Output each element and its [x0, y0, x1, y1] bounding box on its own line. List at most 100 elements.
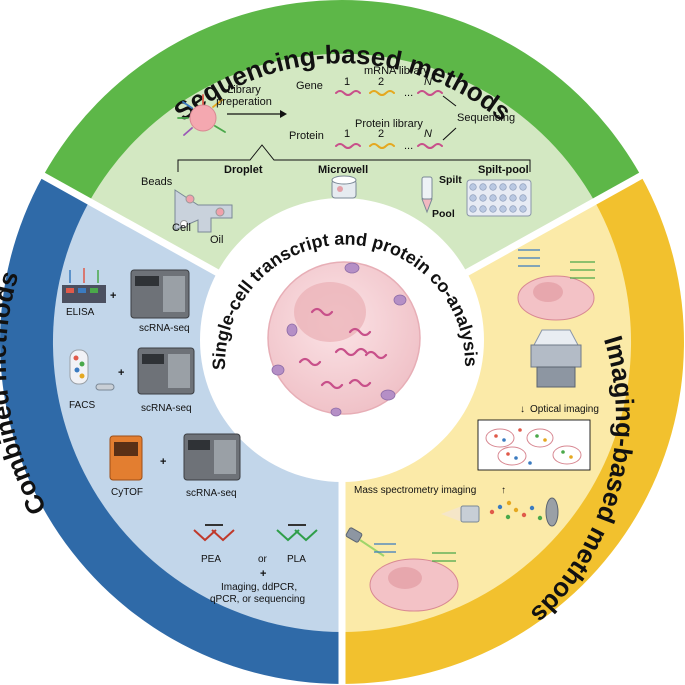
surface-proteins — [271, 262, 407, 417]
signal-dot — [518, 428, 522, 432]
pea-label: PEA — [201, 554, 221, 565]
facs-label: FACS — [69, 400, 95, 411]
microwell-label: Microwell — [318, 164, 368, 176]
signal-dot — [514, 456, 518, 460]
well — [519, 205, 527, 213]
cytof-icon — [109, 435, 143, 481]
to-sequencing-arrow-top — [442, 95, 457, 107]
pla-label: PLA — [287, 554, 306, 565]
readout-line1: Imaging, ddPCR, — [221, 582, 297, 593]
signal-dot — [494, 434, 498, 438]
well — [489, 205, 497, 213]
tissue-cell-top — [517, 275, 595, 321]
ion-dot — [506, 500, 512, 506]
well — [499, 183, 507, 191]
protein-index-n: N — [424, 128, 432, 140]
cell-illustration — [267, 261, 421, 417]
well — [489, 194, 497, 202]
tissue-cell-bottom — [369, 558, 459, 612]
sequencer-icon-1 — [130, 269, 190, 319]
splitpool-label: Spilt-pool — [478, 164, 529, 176]
mrna-library-strands — [335, 90, 443, 96]
combined-content: + ELISA scRNA-seq + FACS scRNA-seq — [62, 268, 318, 605]
barcode-probes-bottom — [374, 543, 456, 562]
oil-label: Oil — [210, 234, 223, 246]
imaging-result-panel — [477, 419, 591, 471]
mrna-library-label: mRNA library — [364, 65, 429, 77]
nucleus — [294, 282, 366, 342]
protein-library-label: Protein library — [355, 118, 423, 130]
well — [509, 194, 517, 202]
droplet-chip-icon — [174, 189, 233, 233]
well — [509, 183, 517, 191]
elisa-label: ELISA — [66, 307, 95, 318]
well-plate-wells — [469, 183, 527, 213]
imaging-result-dots — [494, 428, 573, 465]
cytof-plus: + — [160, 456, 166, 468]
well — [519, 194, 527, 202]
scrnaseq-label-1: scRNA-seq — [139, 323, 190, 334]
readout-line2: qPCR, or sequencing — [210, 594, 305, 605]
well — [519, 183, 527, 191]
library-prep-arrowhead — [280, 110, 287, 118]
droplet-label: Droplet — [224, 164, 263, 176]
well — [469, 205, 477, 213]
ion-dot — [521, 512, 527, 518]
well — [489, 183, 497, 191]
laser-icon — [345, 527, 385, 557]
cell-label: Cell — [172, 222, 191, 234]
ion-source-icon — [441, 497, 559, 527]
well — [479, 205, 487, 213]
tube-icon — [421, 176, 433, 214]
elisa-icon — [62, 268, 106, 303]
mrna-ellipsis: ... — [404, 87, 413, 99]
platform-bracket — [177, 144, 531, 172]
protein-library-strands — [335, 143, 443, 149]
pla-icon — [276, 524, 318, 542]
optical-imaging-label: Optical imaging — [530, 404, 599, 415]
barcode-probes-top — [518, 249, 595, 279]
cytof-label: CyTOF — [111, 487, 143, 498]
sequencing-label: Sequencing — [457, 112, 515, 124]
well — [469, 194, 477, 202]
ion-dot — [497, 504, 503, 510]
barcoded-cell-icon — [177, 94, 226, 136]
beads-label: Beads — [141, 176, 173, 188]
sequencer-icon-3 — [183, 433, 241, 481]
well — [469, 183, 477, 191]
ion-dot — [529, 505, 535, 511]
signal-dot — [569, 455, 573, 459]
mrna-index-2: 2 — [378, 76, 384, 88]
ion-dot — [505, 514, 511, 520]
well — [499, 205, 507, 213]
pea-pla-plus: + — [260, 568, 266, 580]
protein-ellipsis: ... — [404, 140, 413, 152]
mass-spec-arrow: ↑ — [501, 485, 506, 496]
facs-icon — [69, 349, 115, 391]
sequencing-content: Library preperation Gene Protein mRNA li… — [141, 65, 532, 246]
signal-dot — [528, 461, 532, 465]
library-prep-line2: preperation — [216, 96, 272, 108]
spilt-label: Spilt — [439, 174, 462, 186]
optical-arrow: ↓ — [520, 404, 525, 415]
transcripts — [298, 307, 388, 390]
sequencer-icon-2 — [137, 347, 195, 395]
or-label: or — [258, 554, 268, 565]
mrna-index-1: 1 — [344, 76, 350, 88]
pool-label: Pool — [432, 208, 455, 220]
pea-icon — [193, 524, 235, 542]
signal-dot — [561, 450, 565, 454]
well — [499, 194, 507, 202]
protein-index-1: 1 — [344, 128, 350, 140]
microscope-objective-icon — [530, 329, 582, 388]
library-prep-line1: Library — [227, 84, 261, 96]
well — [479, 194, 487, 202]
elisa-plus: + — [110, 290, 116, 302]
ion-dot — [489, 509, 495, 515]
to-sequencing-arrow-bottom — [442, 127, 457, 141]
signal-dot — [506, 452, 510, 456]
well — [509, 205, 517, 213]
microwell-icon — [331, 175, 357, 199]
